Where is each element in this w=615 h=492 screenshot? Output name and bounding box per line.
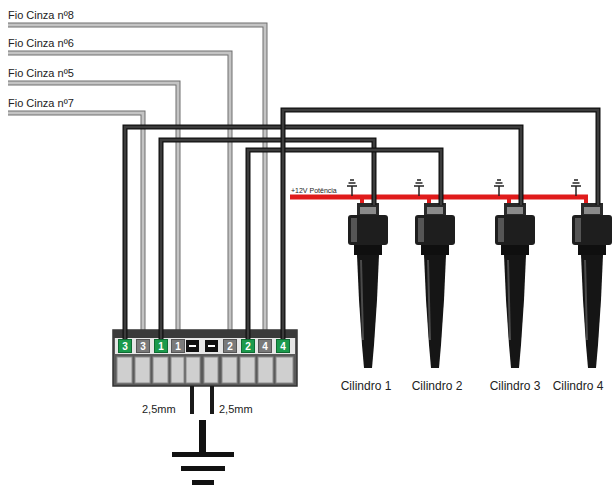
ground-symbol [347,180,357,196]
signal-wire-core [125,127,521,339]
pin-number: 4 [262,340,268,353]
terminal-mark [208,345,215,347]
grey-wire-pin: 2 [223,339,237,353]
pin-number: 2 [227,340,233,353]
signal-wire-outline [283,110,598,339]
pin-number: 3 [140,340,146,353]
signal-pin: 1 [154,339,168,353]
grey-wire [8,83,178,339]
ignition-coil [572,203,612,368]
cylinder-label: Cilindro 2 [412,379,463,393]
pin-number: 1 [175,340,181,353]
pin-number: 2 [245,340,251,353]
signal-wire [161,140,374,339]
cylinder-label: Cilindro 3 [490,379,541,393]
ignition-coil [495,203,535,368]
ignition-coil-node: Cilindro 1 [338,205,395,393]
ground-wire [210,386,214,414]
signal-wire-core [248,150,441,339]
power-label: +12V Potência [291,186,337,195]
signal-pin: 2 [241,339,255,353]
wire-label: Fio Cinza nº5 [8,67,74,80]
connector-body [113,330,297,386]
grey-wire-pin: 4 [258,339,272,353]
ignition-coil [415,203,455,368]
signal-wire-outline [161,140,374,339]
ground-wire [190,386,194,414]
grey-wire [8,53,230,339]
grey-wire [8,53,230,339]
grey-wire-pin: 1 [171,339,185,353]
signal-pin: 3 [118,339,132,353]
ground-bar [172,452,234,457]
ignition-coil-node: Cilindro 3 [487,205,544,393]
signal-wire-core [161,140,374,339]
ground-bar [192,480,214,485]
signal-wire [283,110,598,339]
wire-label: Fio Cinza nº7 [8,97,74,110]
ground-terminal [186,340,199,352]
connector-slots [117,357,293,383]
connector-pin-row [115,338,295,354]
ground-stem [199,420,206,452]
grey-wire [8,25,265,339]
grey-wire [8,83,178,339]
pin-number: 1 [158,340,164,353]
signal-wire [248,150,441,339]
cylinder-label: Cilindro 4 [553,379,604,393]
terminal-mark [189,345,196,347]
ground-symbol [494,180,504,196]
connector-top [113,330,297,338]
ignition-coil-node: Cilindro 4 [550,205,607,393]
grey-wire-pin: 3 [136,339,150,353]
signal-pin: 4 [276,339,290,353]
cylinder-label: Cilindro 1 [341,379,392,393]
dimension-label: 2,5mm [142,403,176,416]
signal-wire-core [283,110,598,339]
ignition-coil-node: Cilindro 2 [409,205,466,393]
signal-wire-outline [125,127,521,339]
ignition-coil [348,203,388,368]
ground-symbol [414,180,424,196]
wire-label: Fio Cinza nº8 [8,9,74,22]
pin-number: 4 [280,340,286,353]
grey-wire [8,25,265,339]
ground-symbol [571,180,581,196]
signal-wire-outline [248,150,441,339]
wire-label: Fio Cinza nº6 [8,37,74,50]
signal-wire [125,127,521,339]
ground-terminal [205,340,218,352]
pin-number: 3 [122,340,128,353]
ground-bar [181,466,225,471]
dimension-label: 2,5mm [219,403,253,416]
